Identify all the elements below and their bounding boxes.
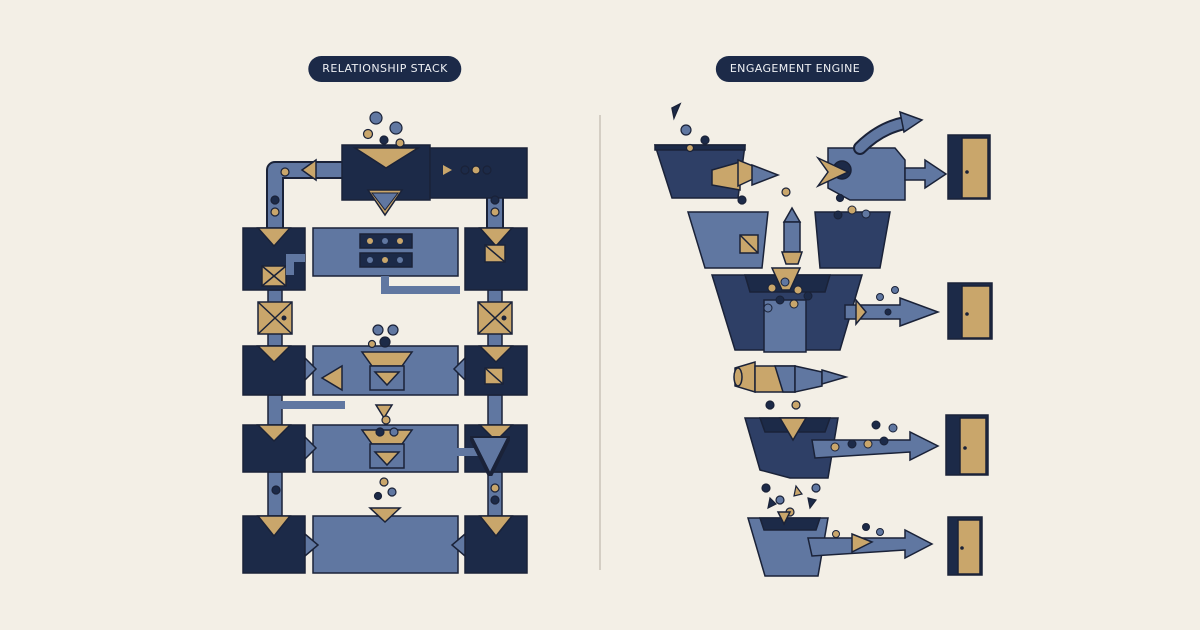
engine-box-mid-right xyxy=(814,205,891,269)
engine-box-bottom xyxy=(746,511,934,577)
engine-box-top-right xyxy=(815,110,948,201)
engine-box-mid-left xyxy=(686,211,769,269)
engagement-engine-label: ENGAGEMENT ENGINE xyxy=(715,56,875,82)
door-1 xyxy=(947,134,991,200)
top-balls xyxy=(270,111,500,217)
top-loop-pipe-left xyxy=(266,161,342,228)
door-2 xyxy=(947,282,993,340)
engine-box-top-left xyxy=(653,144,781,199)
left-crate xyxy=(257,301,293,335)
relationship-stack xyxy=(242,111,528,574)
top-funnel xyxy=(352,147,421,169)
door-4 xyxy=(947,516,983,576)
engine-box-row3 xyxy=(744,417,940,479)
megaphone-unit xyxy=(733,360,849,394)
rocket xyxy=(780,206,804,265)
relationship-stack-label: RELATIONSHIP STACK xyxy=(308,56,462,82)
engagement-engine xyxy=(653,102,993,577)
central-funnel xyxy=(710,267,941,353)
door-3 xyxy=(945,414,989,476)
right-crate xyxy=(477,301,513,335)
row4-middle-panel xyxy=(312,515,459,574)
